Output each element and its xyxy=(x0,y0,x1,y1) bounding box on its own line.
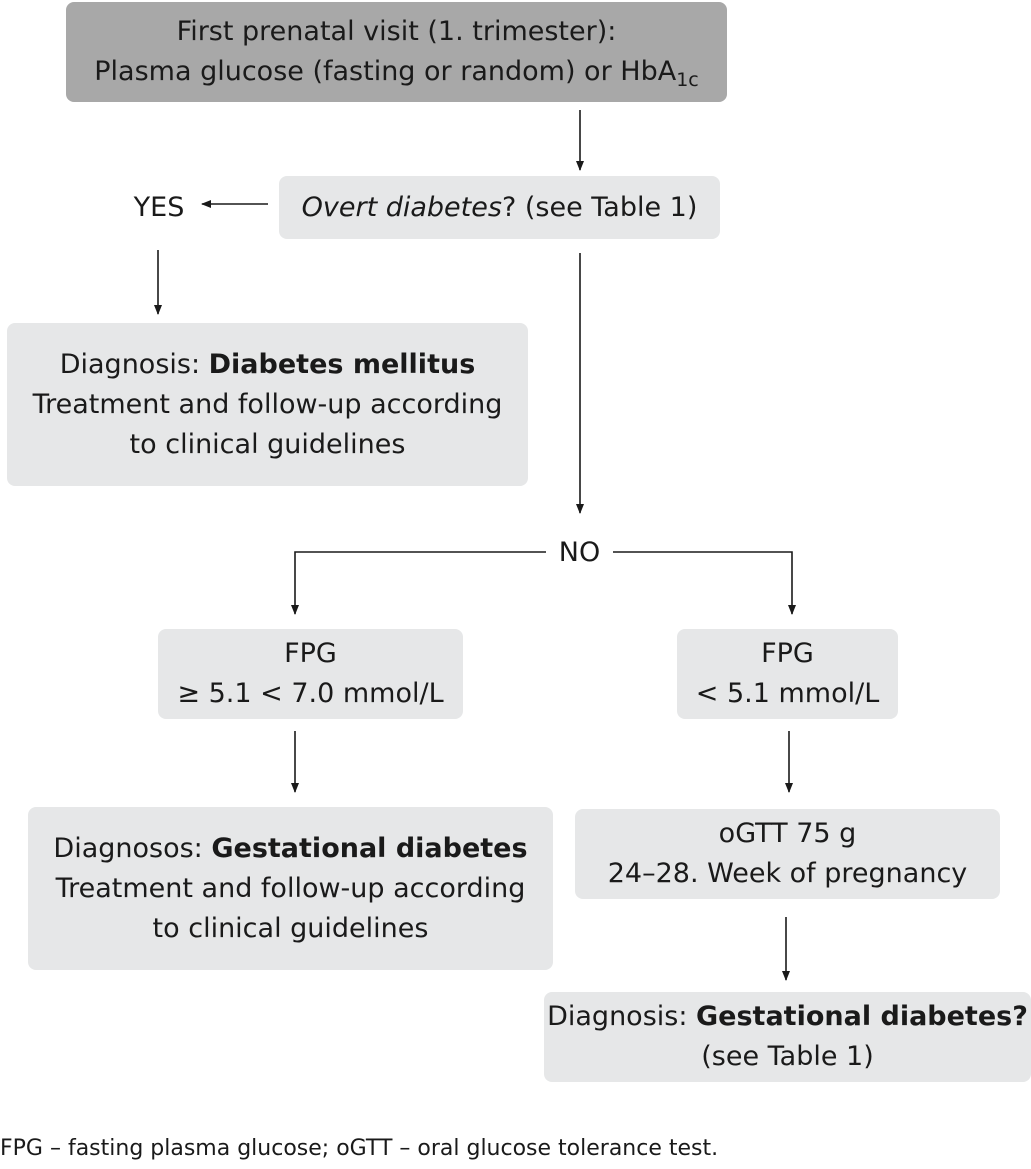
final-line2: (see Table 1) xyxy=(701,1041,874,1072)
final-line1: Diagnosis: Gestational diabetes? xyxy=(547,1001,1028,1032)
arrow-no-to-fpg-low xyxy=(613,551,796,615)
diabetes-line3: to clinical guidelines xyxy=(129,428,406,460)
arrow-no-to-fpg-high xyxy=(291,551,546,615)
start-box: First prenatal visit (1. trimester): Pla… xyxy=(66,2,727,102)
start-line2: Plasma glucose (fasting or random) or Hb… xyxy=(94,56,699,91)
fpg-low-box: FPG < 5.1 mmol/L xyxy=(677,629,898,719)
ogtt-line2: 24–28. Week of pregnancy xyxy=(607,858,968,889)
ogtt-line1: oGTT 75 g xyxy=(718,818,857,849)
fpg-high-line2: ≥ 5.1 < 7.0 mmol/L xyxy=(177,678,444,709)
fpg-high-box: FPG ≥ 5.1 < 7.0 mmol/L xyxy=(158,629,463,719)
no-label: NO xyxy=(558,537,601,568)
fpg-low-line1: FPG xyxy=(761,638,814,669)
gestational-diabetes-box: Diagnosos: Gestational diabetes Treatmen… xyxy=(28,807,553,970)
decision-text: Overt diabetes? (see Table 1) xyxy=(301,191,698,223)
yes-label: YES xyxy=(133,192,185,223)
gestational-line1: Diagnosos: Gestational diabetes xyxy=(53,832,528,864)
final-diagnosis-box: Diagnosis: Gestational diabetes? (see Ta… xyxy=(544,992,1031,1082)
ogtt-box: oGTT 75 g 24–28. Week of pregnancy xyxy=(575,809,1000,899)
diabetes-line2: Treatment and follow-up according xyxy=(32,388,503,420)
footnote: FPG – fasting plasma glucose; oGTT – ora… xyxy=(0,1136,719,1161)
fpg-low-line2: < 5.1 mmol/L xyxy=(695,678,880,709)
fpg-high-line1: FPG xyxy=(284,638,337,669)
start-line1: First prenatal visit (1. trimester): xyxy=(176,16,617,47)
gestational-line2: Treatment and follow-up according xyxy=(55,872,526,904)
diabetes-mellitus-box: Diagnosis: Diabetes mellitus Treatment a… xyxy=(7,323,528,486)
decision-box: Overt diabetes? (see Table 1) xyxy=(279,176,720,239)
diabetes-line1: Diagnosis: Diabetes mellitus xyxy=(59,348,476,380)
gestational-line3: to clinical guidelines xyxy=(152,912,429,944)
